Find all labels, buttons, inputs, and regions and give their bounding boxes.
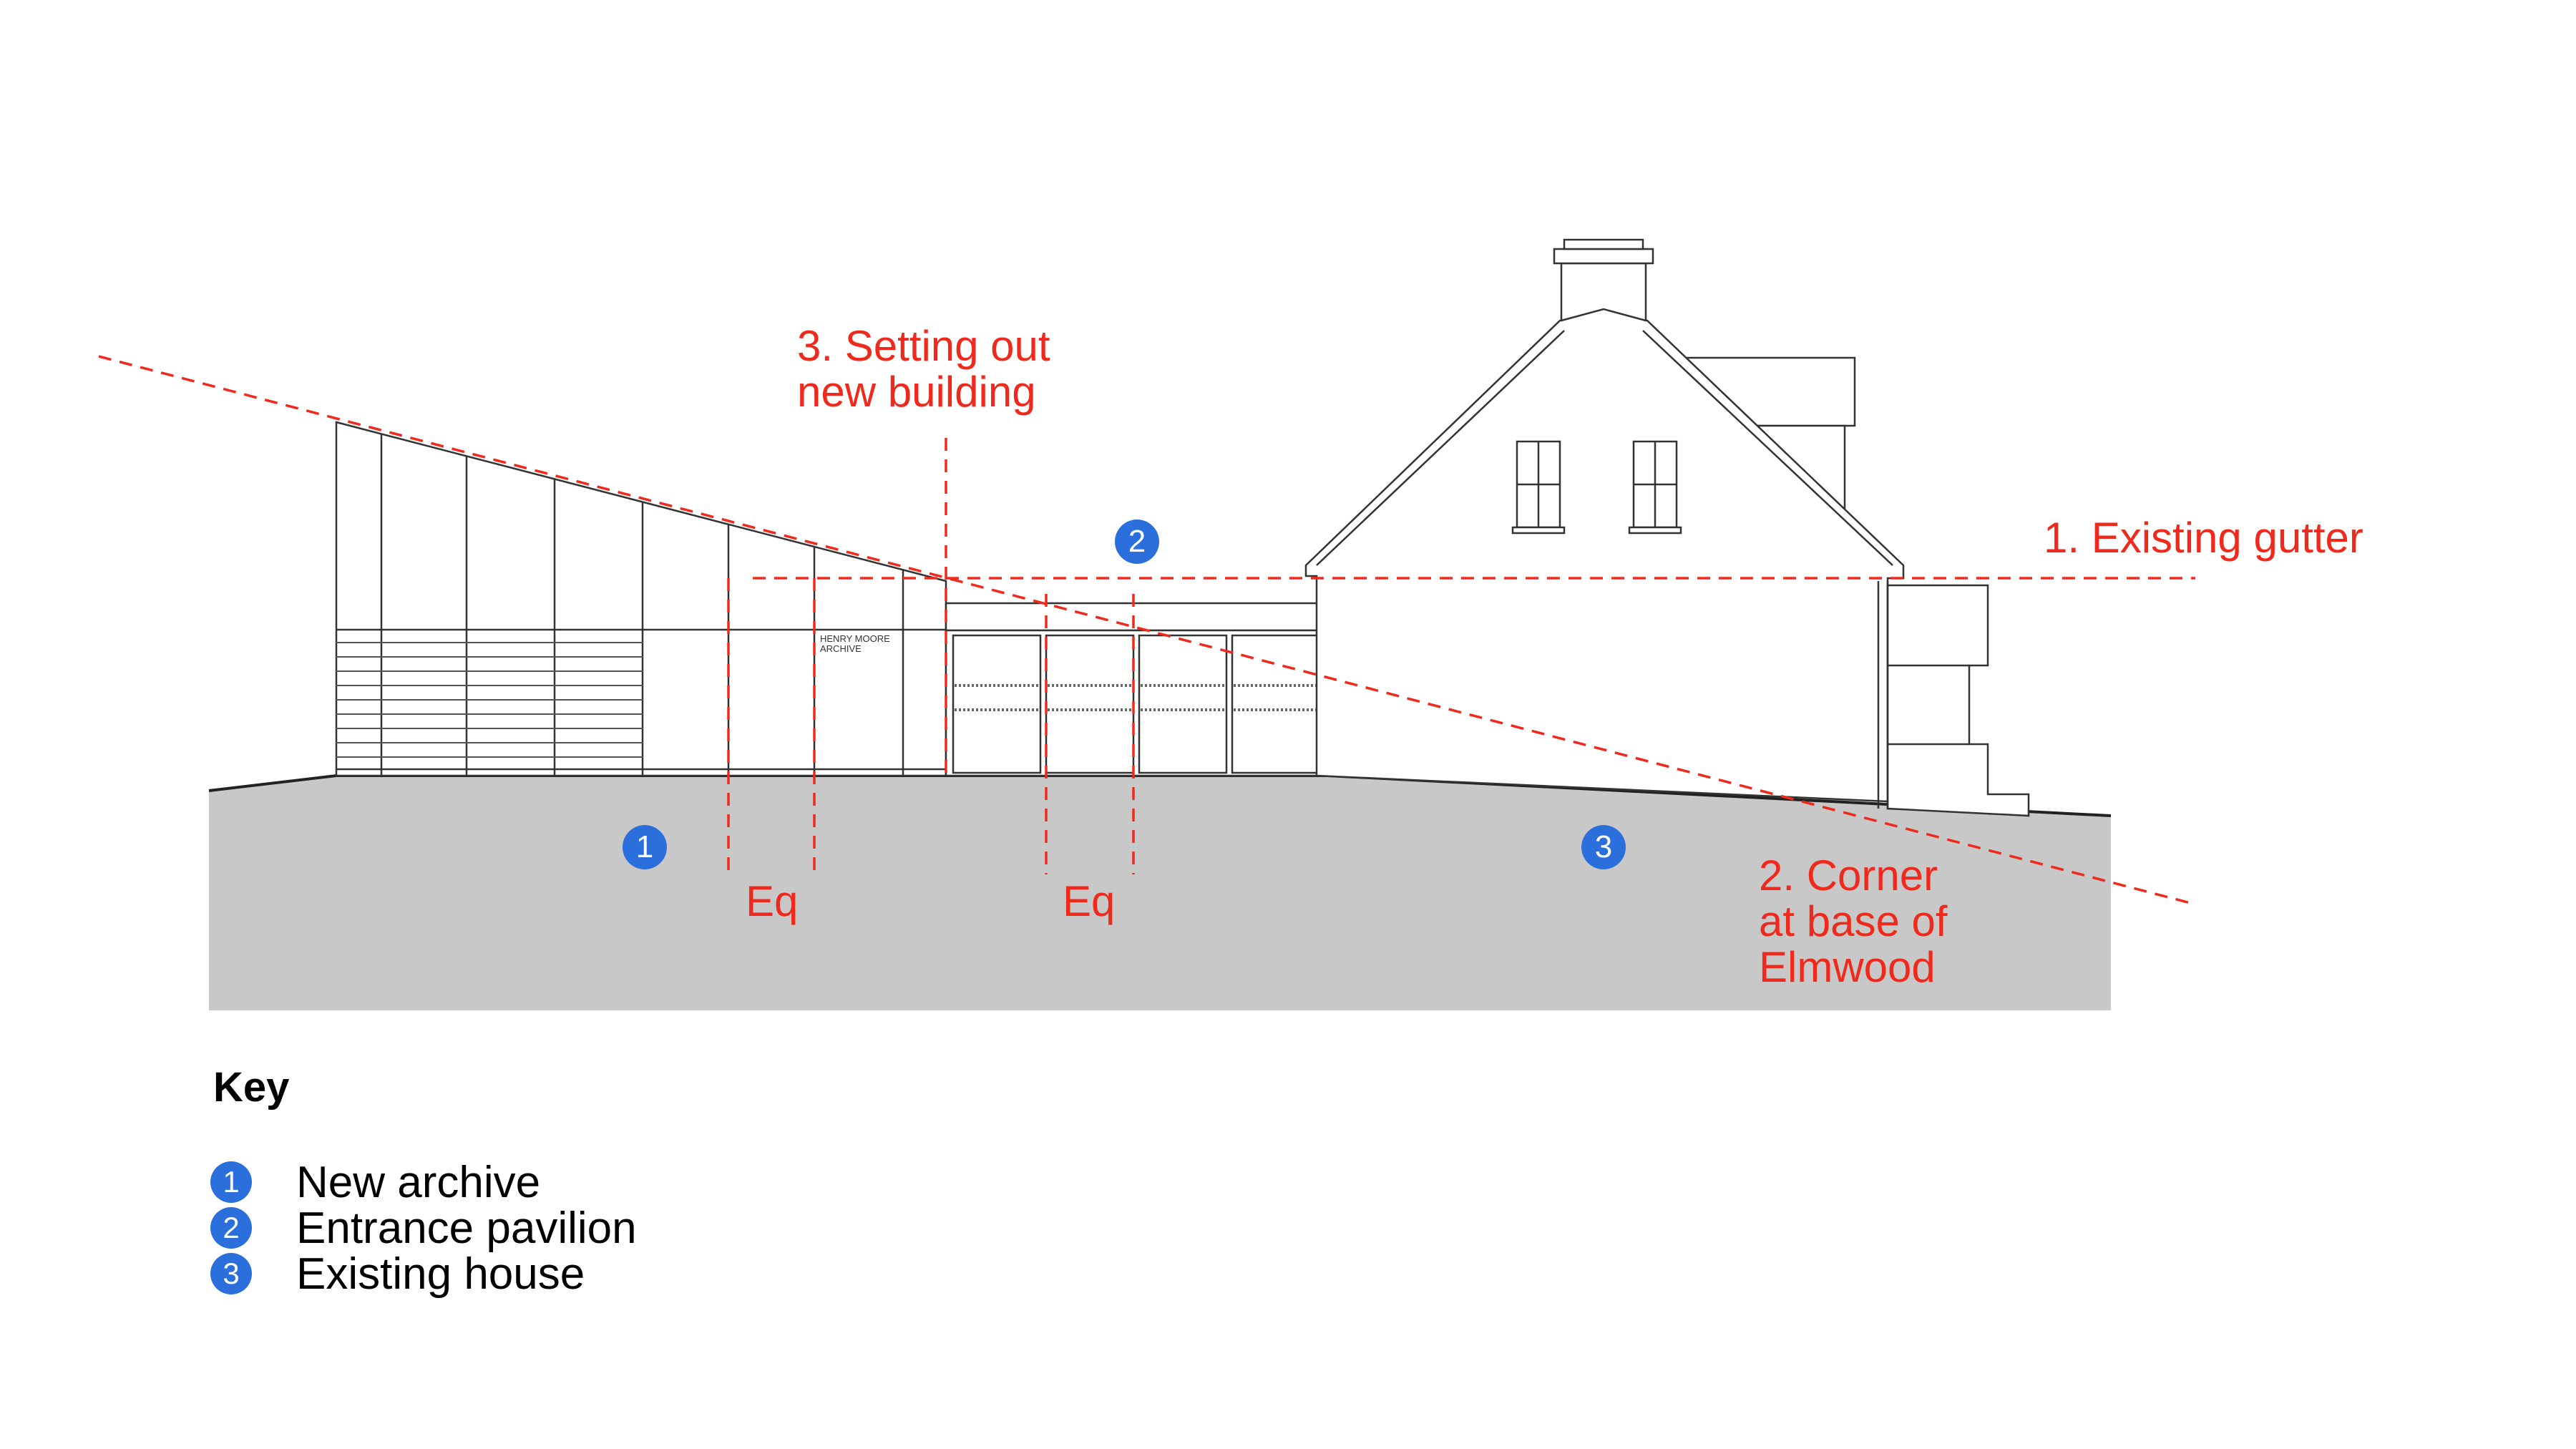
house-roof-inner [1316, 330, 1893, 566]
marker-entrance-pavilion: 2 [1115, 519, 1159, 564]
house-gable [1304, 308, 1905, 803]
gutter-annotation: 1. Existing gutter [2044, 514, 2363, 562]
setting-out-line-2: new building [797, 368, 1036, 416]
key-marker: 1 [210, 1161, 252, 1203]
existing-house [1304, 238, 2030, 817]
archive-outline [335, 421, 947, 777]
pavilion-panel [952, 634, 1042, 774]
archive-signage: HENRY MOORE ARCHIVE [820, 634, 890, 654]
corner-line-2: at base of [1759, 897, 1948, 945]
eq-label-right: Eq [1063, 877, 1116, 925]
house-chimney-cap [1553, 248, 1654, 265]
new-archive-building [335, 421, 947, 777]
entrance-pavilion [945, 602, 1328, 777]
signage-line-1: HENRY MOORE [820, 633, 890, 644]
key-label: Existing house [296, 1249, 585, 1299]
corner-line-3: Elmwood [1759, 943, 1936, 991]
house-chimney-pot [1563, 238, 1644, 250]
signage-line-2: ARCHIVE [820, 643, 862, 654]
marker-existing-house: 3 [1581, 825, 1626, 869]
house-window-sill [1511, 526, 1566, 535]
setting-out-lines [98, 355, 2195, 905]
key-marker: 3 [210, 1253, 252, 1294]
eq-label-left: Eq [746, 877, 799, 925]
pavilion-panel [1138, 634, 1228, 774]
house-window-sill [1628, 526, 1682, 535]
ground-section [209, 776, 2111, 1010]
archive-louvres [336, 642, 643, 758]
key-marker: 2 [210, 1207, 252, 1249]
pavilion-rails [955, 684, 1318, 711]
key-title: Key [213, 1064, 290, 1111]
setting-out-annotation: 3. Setting out new building [797, 323, 1050, 415]
roof-slope-line [98, 355, 2194, 905]
corner-annotation: 2. Corner at base of Elmwood [1759, 853, 1948, 990]
marker-new-archive: 1 [623, 825, 667, 869]
setting-out-line-1: 3. Setting out [797, 322, 1050, 370]
pavilion-body [945, 629, 1328, 777]
key-label: Entrance pavilion [296, 1204, 637, 1253]
corner-line-1: 2. Corner [1759, 852, 1938, 899]
pavilion-roof [945, 602, 1328, 632]
house-annex [1886, 584, 2030, 817]
key-label: New archive [296, 1158, 541, 1207]
